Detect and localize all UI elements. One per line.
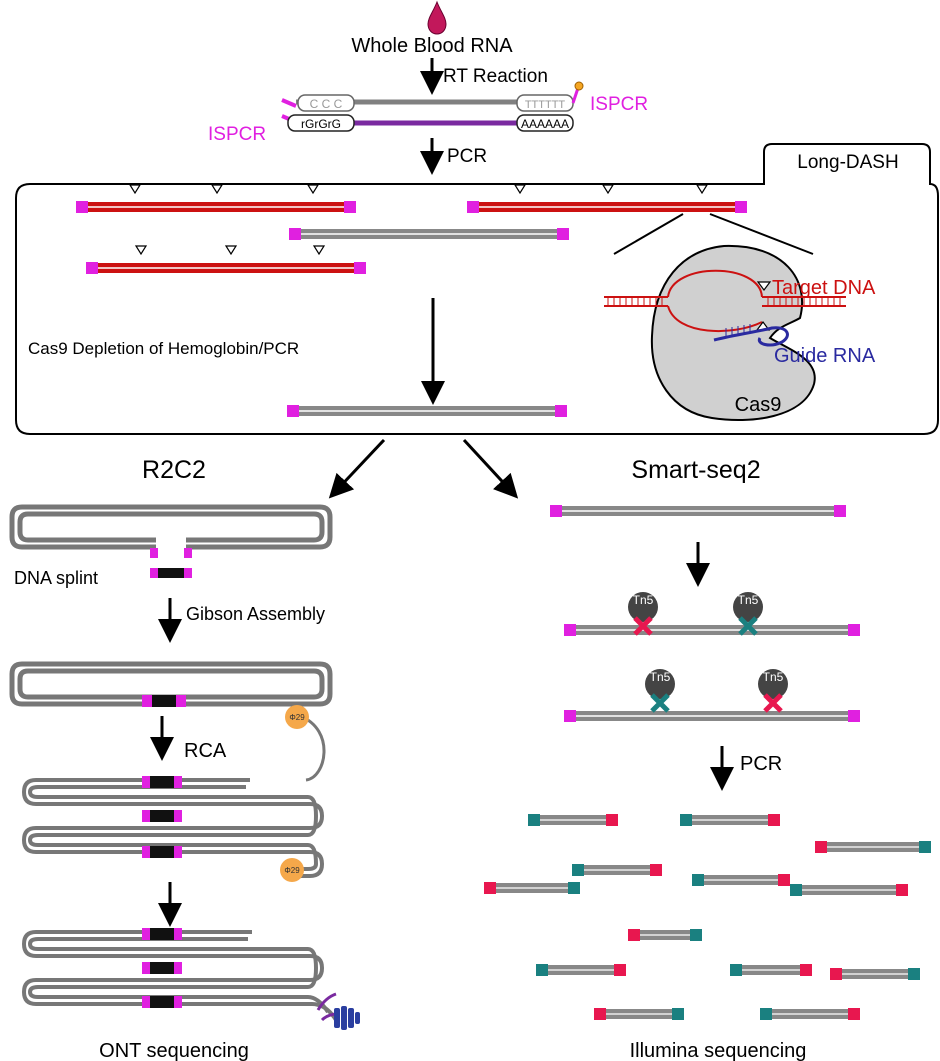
tn5-complex-1: [628, 592, 658, 636]
tagment-dna-2: [564, 710, 860, 722]
illumina-label: Illumina sequencing: [630, 1040, 807, 1061]
depletion-label: Cas9 Depletion of Hemoglobin/PCR: [28, 339, 299, 358]
ont-label: ONT sequencing: [99, 1040, 249, 1061]
dna-red-1: [75, 184, 357, 214]
fragment-8: [628, 929, 702, 941]
primer-end-dot: [574, 81, 584, 91]
fragment-11: [830, 968, 920, 980]
zoom-line-right: [709, 213, 814, 255]
smartseq-title: Smart-seq2: [631, 456, 760, 484]
tn5-label-3: Tn5: [650, 670, 671, 684]
arrow-to-r2c2: [328, 438, 386, 499]
fragment-6: [484, 882, 580, 894]
pcr-label-top: PCR: [447, 146, 487, 167]
tn5-complex-3: [645, 669, 675, 713]
fragment-1: [528, 814, 618, 826]
fragment-4: [572, 864, 662, 876]
phi29-label-2: Φ29: [284, 866, 300, 875]
tn5-complex-4: [758, 669, 788, 713]
smartseq-input-dna: [550, 505, 846, 517]
smartseq-pcr-label: PCR: [740, 753, 782, 775]
r2c2-circle-splint: [9, 504, 333, 578]
dna-gray-1: [288, 227, 570, 241]
cas9-label: Cas9: [735, 394, 782, 416]
guide-rna: [713, 324, 789, 347]
oligo-a-box: [516, 114, 574, 132]
oligo-g-label: rGrGrG: [301, 117, 341, 131]
dna-red-2: [466, 184, 748, 214]
tn5-complex-2: [733, 592, 763, 636]
tagment-dna-1: [564, 624, 860, 636]
fragment-5: [692, 874, 790, 886]
dna-red-3: [85, 245, 367, 275]
cas9-protein: [650, 244, 816, 421]
dna-splint-label: DNA splint: [14, 568, 98, 588]
fragment-7: [790, 884, 908, 896]
oligo-a-label: AAAAAA: [521, 117, 569, 131]
long-dash-tab-label: Long-DASH: [797, 152, 898, 173]
fragment-13: [760, 1008, 860, 1020]
rca-concatemer: [21, 776, 325, 878]
tn5-label-4: Tn5: [763, 670, 784, 684]
phi29-label-1: Φ29: [289, 713, 305, 722]
guide-rna-label: Guide RNA: [774, 345, 876, 367]
fragment-12: [594, 1008, 684, 1020]
tn5-label-1: Tn5: [633, 593, 654, 607]
fragment-2: [680, 814, 780, 826]
rt-label: RT Reaction: [443, 66, 548, 87]
fragment-10: [730, 964, 812, 976]
tn5-label-2: Tn5: [738, 593, 759, 607]
ont-concatemer: [21, 928, 338, 1022]
zoom-line-left: [613, 213, 684, 255]
sample-label: Whole Blood RNA: [351, 35, 513, 57]
arrow-to-smartseq: [462, 438, 519, 499]
target-dna-label: Target DNA: [772, 277, 876, 299]
rca-label: RCA: [184, 740, 227, 762]
oligo-c-box: [297, 94, 355, 112]
phi29-polymerase-2: [280, 858, 304, 882]
r2c2-title: R2C2: [142, 456, 206, 484]
ispcr-label-left: ISPCR: [208, 124, 266, 145]
r2c2-closed-circle: [9, 661, 333, 782]
oligo-g-box: [287, 114, 355, 132]
rt-product: C C C TTTTTT rGrGrG AAAAAA: [281, 81, 584, 132]
nanopore-icon: [334, 1006, 360, 1030]
ispcr-label-right: ISPCR: [590, 94, 648, 115]
gibson-label: Gibson Assembly: [186, 604, 325, 624]
blood-drop-icon: [427, 0, 447, 35]
fragment-9: [536, 964, 626, 976]
phi29-polymerase-1: [285, 705, 309, 729]
dna-gray-depleted: [286, 404, 568, 418]
oligo-t-label: TTTTTT: [525, 99, 566, 111]
oligo-c-label: C C C: [310, 97, 343, 111]
fragment-3: [815, 841, 931, 853]
